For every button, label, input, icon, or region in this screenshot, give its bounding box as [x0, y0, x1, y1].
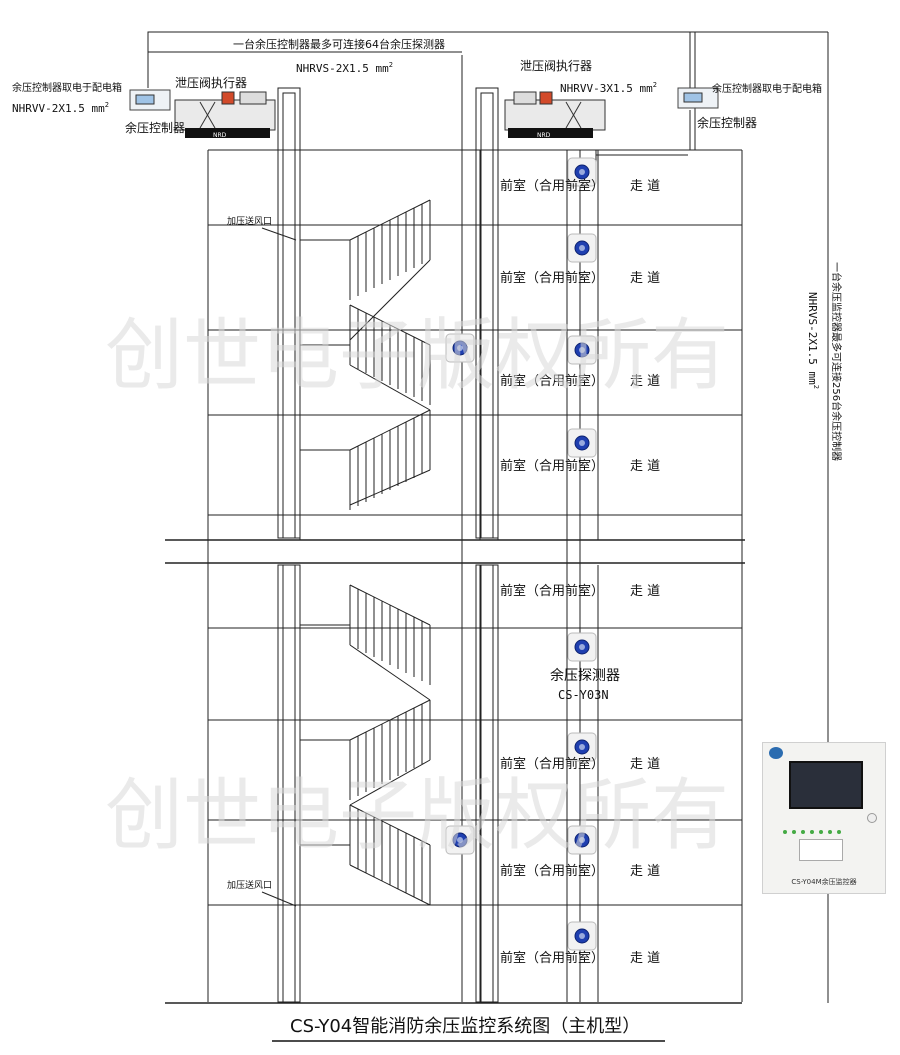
- stair-flight: [300, 584, 431, 701]
- corridor-label: 走 道: [630, 271, 660, 286]
- pressure-detector-icon: [567, 233, 597, 263]
- pressure-detector-icon: [567, 825, 597, 855]
- panel-label: CS-Y04M余压监控器: [791, 878, 857, 886]
- left-controller-label: 余压控制器: [125, 120, 185, 135]
- staircase: [300, 199, 431, 906]
- corridor-label: 走 道: [630, 459, 660, 474]
- right-nrd-label: NRD: [537, 132, 551, 139]
- pressure-detector-icon: [567, 428, 597, 458]
- printer-slot: [799, 839, 843, 861]
- right-controller-label: 余压控制器: [697, 115, 757, 130]
- corridor-label: 走 道: [630, 757, 660, 772]
- lock-icon: [867, 813, 877, 823]
- right-power-label: 余压控制器取电于配电箱: [712, 82, 822, 95]
- pressure-detector-icon: [567, 335, 597, 365]
- monitor-screen: [789, 761, 863, 809]
- stair-flight: [300, 304, 431, 411]
- brand-logo-icon: [769, 747, 783, 759]
- left-cable-spec: NHRVV-2X1.5 mm2: [12, 101, 109, 115]
- pressure-detector-icon: [445, 333, 475, 363]
- detector-layer: [445, 157, 597, 951]
- vertical-cable-spec: NHRVS-2X1.5 mm2: [806, 292, 820, 389]
- inlet-label-upper: 加压送风口: [227, 215, 272, 227]
- corridor-label: 走 道: [630, 951, 660, 966]
- detector-model-label: CS-Y03N: [558, 688, 609, 702]
- front-room-label: 前室（合用前室）: [500, 756, 604, 772]
- left-nrd-label: NRD: [213, 132, 227, 139]
- stair-flight: [300, 199, 431, 341]
- front-room-label: 前室（合用前室）: [500, 458, 604, 474]
- right-cable-spec: NHRVV-3X1.5 mm2: [560, 81, 657, 95]
- front-room-label: 前室（合用前室）: [500, 373, 604, 389]
- top-cable-spec: NHRVS-2X1.5 mm2: [296, 61, 393, 75]
- pressure-monitor-panel: CS-Y04M余压监控器: [762, 742, 886, 894]
- watermark-upper: 创世电子版权所有: [105, 311, 729, 401]
- right-valve-label: 泄压阀执行器: [520, 59, 592, 73]
- stair-flight: [300, 699, 431, 806]
- left-power-label: 余压控制器取电于配电箱: [12, 81, 122, 94]
- front-room-label: 前室（合用前室）: [500, 178, 604, 194]
- pressure-detector-icon: [567, 632, 597, 662]
- left-valve-label: 泄压阀执行器: [175, 76, 247, 90]
- watermark-lower: 创世电子版权所有: [105, 771, 729, 861]
- corridor-label: 走 道: [630, 374, 660, 389]
- front-room-label: 前室（合用前室）: [500, 950, 604, 966]
- right-controller-assembly: [504, 87, 719, 138]
- stair-flight: [300, 804, 431, 906]
- pressure-detector-icon: [445, 825, 475, 855]
- pressure-detector-icon: [567, 157, 597, 187]
- detector-name-label: 余压探测器: [550, 667, 620, 684]
- pressure-detector-icon: [567, 732, 597, 762]
- corridor-label: 走 道: [630, 584, 660, 599]
- corridor-label: 走 道: [630, 179, 660, 194]
- room-labels: 前室（合用前室）走 道前室（合用前室）走 道前室（合用前室）走 道前室（合用前室…: [500, 178, 660, 966]
- pressure-detector-icon: [567, 921, 597, 951]
- connection-256-label: 一台余压监控器最多可连接256台余压控制器: [830, 262, 843, 461]
- stair-flight: [300, 409, 431, 510]
- left-controller-assembly: [129, 89, 276, 138]
- building-structure: [165, 55, 745, 1004]
- front-room-label: 前室（合用前室）: [500, 583, 604, 599]
- front-room-label: 前室（合用前室）: [500, 863, 604, 879]
- connection-64-label: 一台余压控制器最多可连接64台余压探测器: [233, 37, 445, 51]
- corridor-label: 走 道: [630, 864, 660, 879]
- inlet-label-lower: 加压送风口: [227, 879, 272, 891]
- diagram-title: CS-Y04智能消防余压监控系统图（主机型）: [290, 1016, 640, 1037]
- status-leds: [783, 819, 863, 834]
- front-room-label: 前室（合用前室）: [500, 270, 604, 286]
